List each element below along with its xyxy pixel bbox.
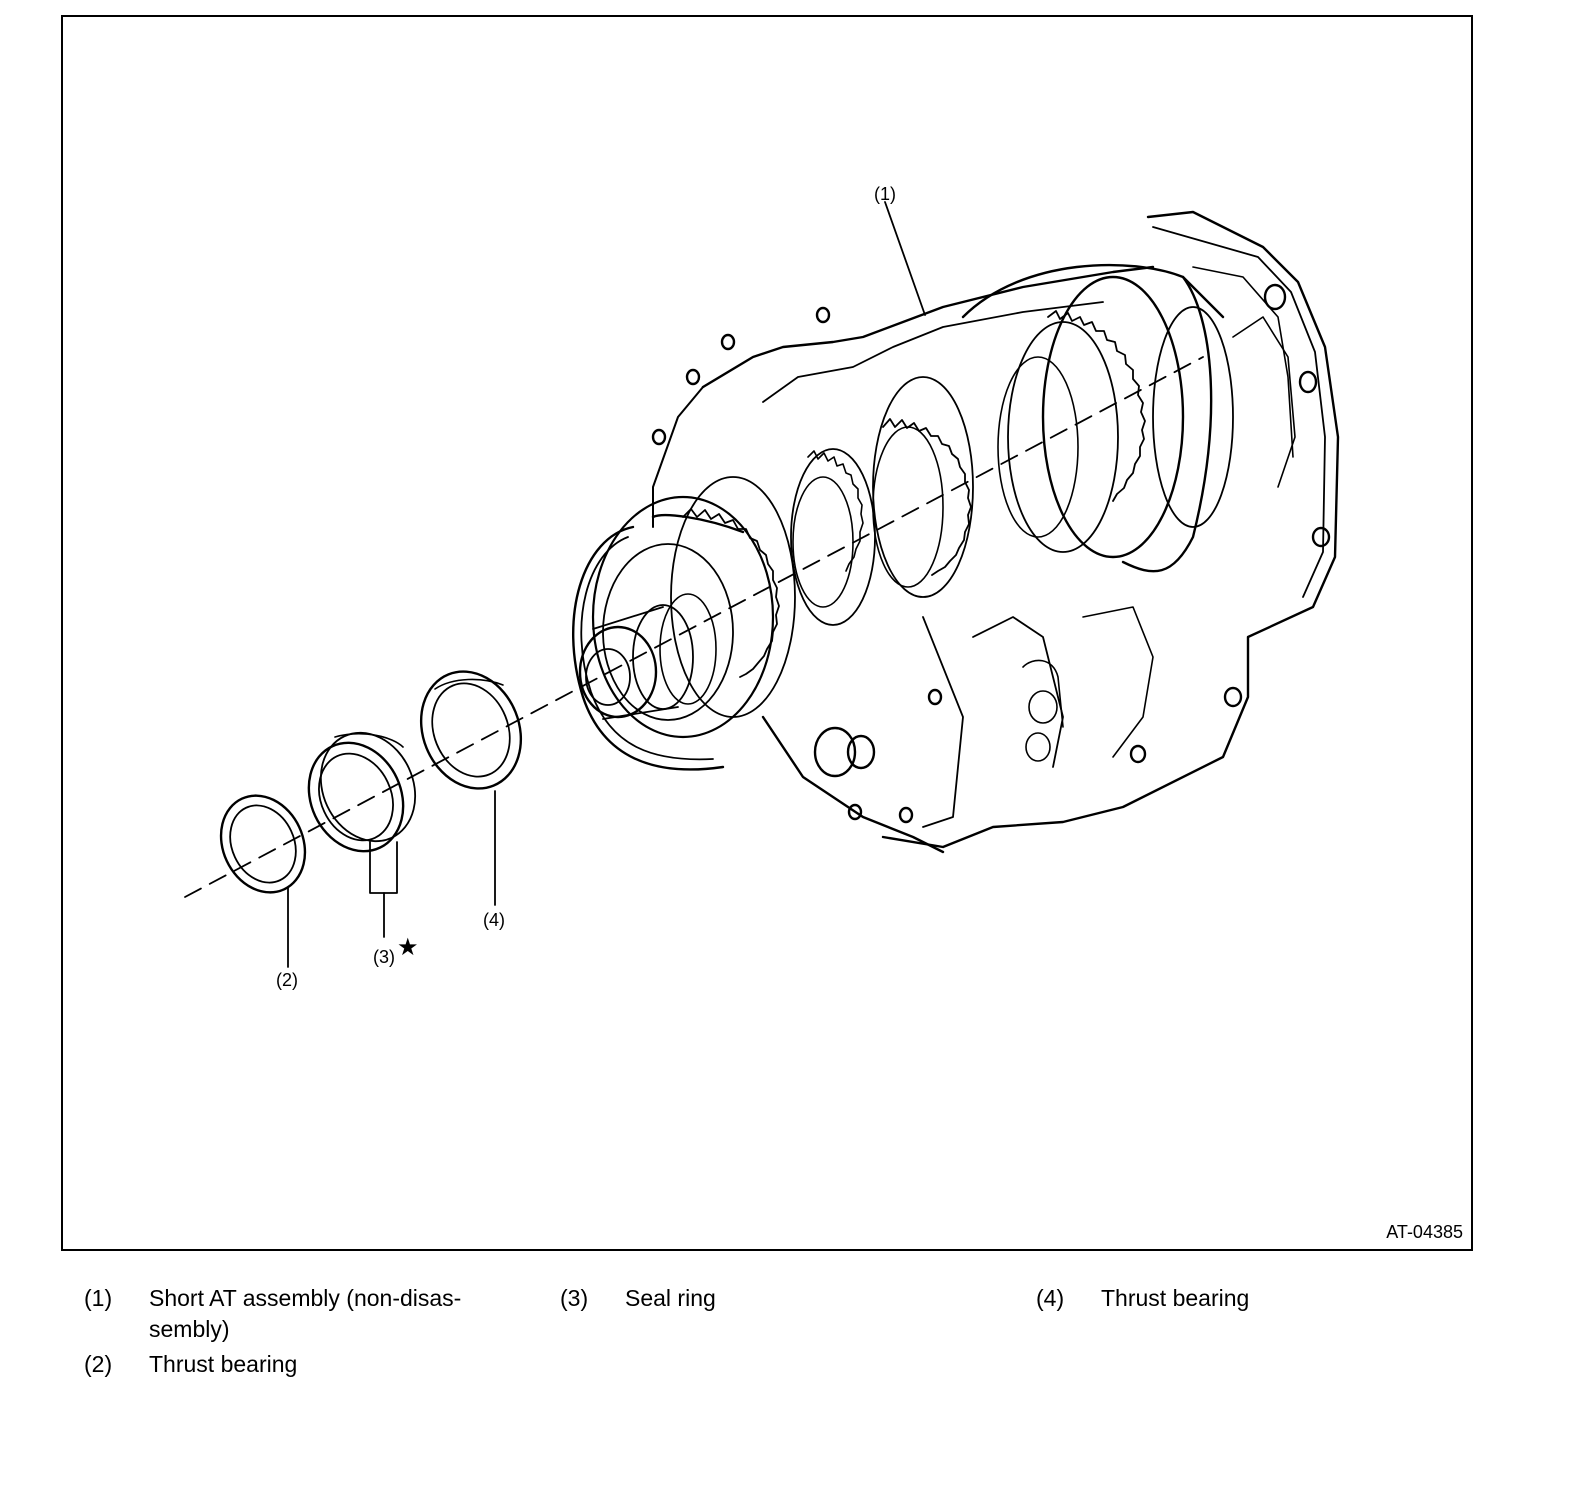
thrust-bearing-2 <box>219 794 307 968</box>
legend-number: (1) <box>84 1285 113 1311</box>
axis-centerline <box>184 356 1204 898</box>
front-snap-ring <box>571 525 725 771</box>
callout-3: (3) <box>373 947 395 967</box>
star-mark: ★ <box>397 934 419 961</box>
rear-housing-outline <box>881 210 1340 849</box>
legend-text: Thrust bearing <box>149 1351 298 1377</box>
upper-shell <box>701 265 1155 389</box>
legend-number: (2) <box>84 1351 113 1377</box>
legend-text: Thrust bearing <box>1101 1285 1250 1311</box>
planetary-gear <box>790 448 876 626</box>
clutch-pack-front <box>682 508 780 678</box>
figure-code: AT-04385 <box>1386 1222 1463 1242</box>
callout-4: (4) <box>483 910 505 930</box>
diagram-frame: (1) (2) (3) ★ (4) AT-04385 <box>61 15 1473 1251</box>
clutch-pack-middle <box>882 418 972 576</box>
legend-text-line1: Short AT assembly (non-disas- <box>149 1285 462 1311</box>
thrust-bearing-4 <box>419 670 523 906</box>
legend-number: (4) <box>1036 1285 1065 1311</box>
transmission-exploded-diagram: (1) (2) (3) ★ (4) <box>184 184 1340 990</box>
lower-housing <box>761 715 945 854</box>
leader-line-1 <box>884 201 926 316</box>
legend-number: (3) <box>560 1285 589 1311</box>
short-at-assembly <box>571 201 1340 854</box>
legend: (1) Short AT assembly (non-disas- sembly… <box>0 1283 1584 1403</box>
legend-text-line2: sembly) <box>149 1316 230 1342</box>
rear-drum <box>1041 275 1185 559</box>
callout-2: (2) <box>276 970 298 990</box>
clutch-pack-rear <box>1047 310 1146 502</box>
legend-text: Short AT assembly (non-disas- sembly) <box>149 1283 461 1345</box>
input-shaft-end <box>578 625 658 719</box>
legend-text: Seal ring <box>625 1285 716 1311</box>
front-drum <box>591 495 775 739</box>
seal-ring-3 <box>307 731 417 938</box>
callout-1: (1) <box>874 184 896 204</box>
